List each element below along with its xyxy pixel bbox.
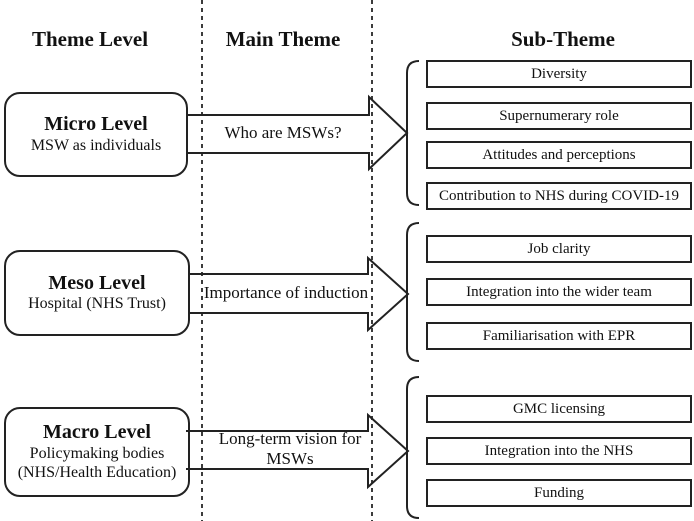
sub-theme-bracket-macro	[406, 376, 420, 519]
level-box-micro: Micro Level MSW as individuals	[4, 92, 188, 177]
level-title: Micro Level	[44, 113, 148, 136]
level-box-macro: Macro Level Policymaking bodies (NHS/Hea…	[4, 407, 190, 497]
column-header-sub-theme: Sub-Theme	[511, 27, 615, 51]
sub-theme-box: Supernumerary role	[426, 102, 692, 130]
column-divider-left	[201, 0, 203, 521]
level-subtitle: Policymaking bodies (NHS/Health Educatio…	[17, 444, 177, 481]
sub-theme-box: Contribution to NHS during COVID-19	[426, 182, 692, 210]
main-theme-label-macro: Long-term vision for MSWs	[218, 429, 362, 468]
column-header-main-theme: Main Theme	[225, 27, 341, 51]
level-subtitle: MSW as individuals	[30, 136, 162, 154]
sub-theme-box: Attitudes and perceptions	[426, 141, 692, 169]
sub-theme-box: Integration into the NHS	[426, 437, 692, 465]
sub-theme-box: Familiarisation with EPR	[426, 322, 692, 350]
level-subtitle: Hospital (NHS Trust)	[28, 295, 166, 313]
main-theme-label-micro: Who are MSWs?	[224, 123, 342, 142]
main-theme-label-meso: Importance of induction	[203, 283, 369, 302]
sub-theme-box: Funding	[426, 479, 692, 507]
sub-theme-bracket-meso	[406, 222, 420, 362]
sub-theme-bracket-micro	[406, 60, 420, 206]
sub-theme-box: Integration into the wider team	[426, 278, 692, 306]
level-box-meso: Meso Level Hospital (NHS Trust)	[4, 250, 190, 336]
sub-theme-box: Job clarity	[426, 235, 692, 263]
level-title: Meso Level	[48, 271, 146, 294]
sub-theme-box: GMC licensing	[426, 395, 692, 423]
column-header-theme-level: Theme Level	[31, 27, 149, 51]
sub-theme-box: Diversity	[426, 60, 692, 88]
level-title: Macro Level	[43, 421, 151, 444]
